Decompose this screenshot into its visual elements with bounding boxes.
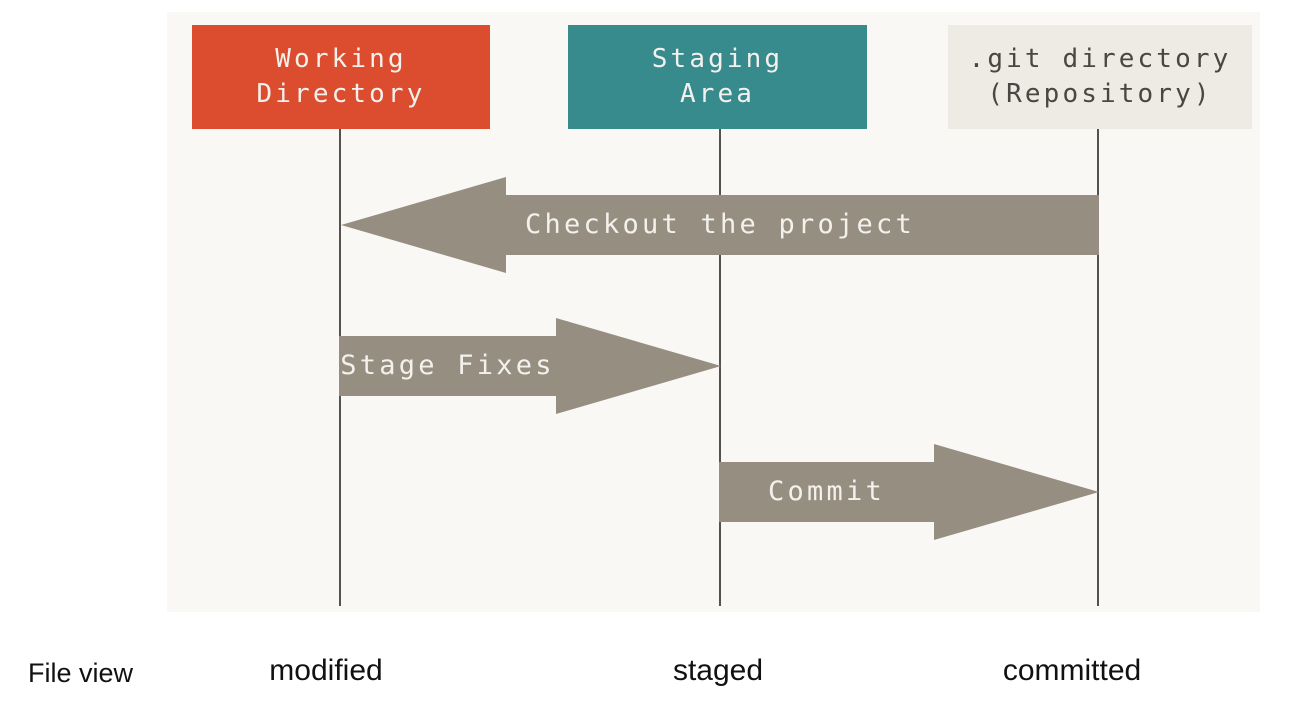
- state-label-staged: staged: [672, 654, 764, 687]
- arrow-shaft: Stage Fixes: [339, 335, 556, 396]
- column-label-line: (Repository): [987, 79, 1213, 109]
- arrow-shaft: Commit: [719, 461, 934, 522]
- arrow-label: Stage Fixes: [340, 350, 555, 381]
- column-label-line: Working: [275, 44, 407, 74]
- arrow-stage-fixes: Stage Fixes: [339, 317, 721, 414]
- arrow-shaft: [506, 194, 1099, 255]
- arrowhead-right-icon: [934, 443, 1099, 540]
- arrow-commit: Commit: [719, 443, 1099, 540]
- arrow-checkout-the-project: Checkout the project: [341, 176, 1099, 273]
- column-label-line: Directory: [256, 79, 426, 109]
- file-view-caption: File view: [28, 658, 134, 688]
- column-label-line: Area: [679, 79, 756, 109]
- column-label-line: Staging: [651, 44, 784, 74]
- state-label-committed: committed: [1002, 654, 1142, 687]
- arrow-label: Commit: [768, 476, 885, 507]
- column-box-git-directory: .git directory (Repository): [948, 25, 1252, 129]
- column-box-staging-area: Staging Area: [568, 25, 867, 129]
- arrow-label: Checkout the project: [525, 209, 915, 240]
- arrowhead-left-icon: [341, 176, 506, 273]
- column-label-line: .git directory: [968, 44, 1232, 74]
- column-box-working-directory: Working Directory: [192, 25, 490, 129]
- lifeline-git-directory: [1097, 129, 1099, 606]
- state-label-modified: modified: [269, 654, 383, 687]
- arrowhead-right-icon: [556, 317, 721, 414]
